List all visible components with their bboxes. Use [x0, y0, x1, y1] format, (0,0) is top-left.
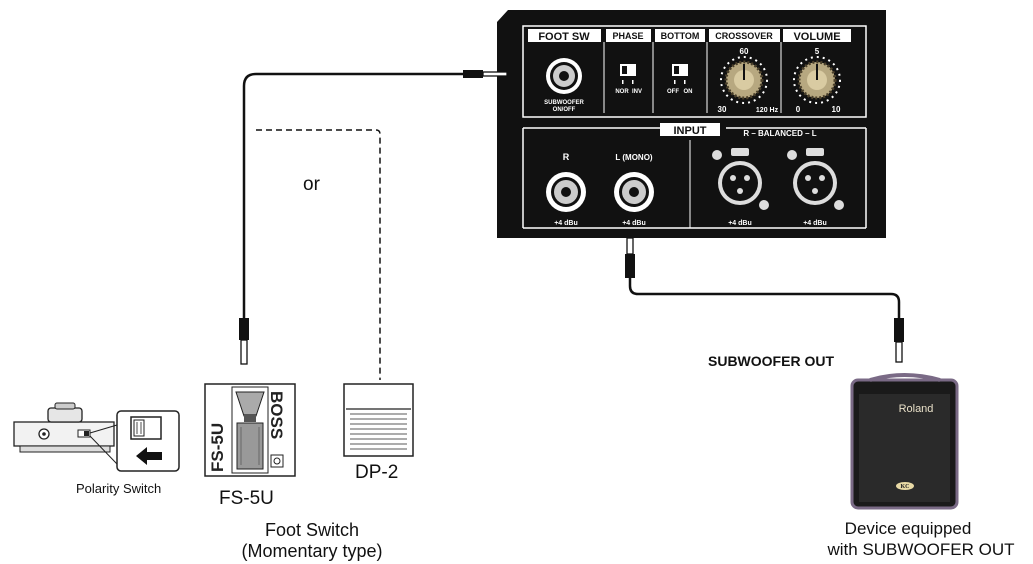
level-r: +4 dBu	[554, 220, 578, 227]
foot-sw-jack	[546, 58, 582, 94]
boss-logo: BOSS	[267, 391, 286, 439]
fs5u-footswitch: FS-5U BOSS	[204, 383, 296, 477]
balanced-header: R – BALANCED – L	[743, 129, 816, 138]
polarity-switch-illustration	[13, 402, 180, 472]
input-header: INPUT	[674, 125, 707, 137]
foot-sw-caption-1: SUBWOOFER	[544, 100, 584, 106]
bottom-header: BOTTOM	[661, 31, 700, 41]
input-r-label: R	[563, 152, 570, 162]
bottom-switch	[672, 64, 688, 84]
polarity-switch-label: Polarity Switch	[76, 481, 162, 496]
or-label: or	[303, 174, 320, 195]
crossover-min: 30	[718, 105, 727, 114]
bottom-opt-on: ON	[684, 89, 693, 95]
input-r-jack	[546, 172, 586, 212]
foot-switch-label-1: Foot Switch	[264, 520, 360, 540]
subwoofer-out-cable	[625, 237, 904, 363]
volume-knob	[793, 56, 841, 104]
xlr-r-jack	[712, 148, 769, 210]
volume-top: 5	[815, 47, 820, 56]
phase-opt-inv: INV	[632, 89, 642, 95]
subwoofer-out-label: SUBWOOFER OUT	[708, 353, 834, 369]
input-l-jack	[614, 172, 654, 212]
dp2-label: DP-2	[355, 462, 399, 483]
rear-panel: FOOT SW PHASE BOTTOM CROSSOVER VOLUME SU…	[497, 10, 886, 238]
phase-switch	[620, 64, 636, 84]
dp2-pedal	[343, 383, 414, 457]
foot-sw-header: FOOT SW	[538, 31, 590, 43]
amp-brand: Roland	[899, 403, 934, 415]
level-l: +4 dBu	[622, 220, 646, 227]
dp2-alt-cable	[256, 129, 381, 380]
xlr-l-jack	[787, 148, 844, 210]
crossover-knob	[720, 56, 768, 104]
crossover-top: 60	[740, 47, 749, 56]
amp-badge: KC	[901, 484, 910, 490]
volume-max: 10	[832, 105, 841, 114]
level-bal-l: +4 dBu	[803, 220, 827, 227]
device-label-1: Device equipped	[844, 519, 972, 538]
roland-amp: Roland KC	[850, 373, 959, 510]
input-l-label: L (MONO)	[615, 153, 653, 162]
crossover-header: CROSSOVER	[715, 31, 773, 41]
device-label-2: with SUBWOOFER OUT	[827, 540, 1015, 559]
foot-switch-cable	[239, 70, 513, 365]
volume-min: 0	[796, 105, 801, 114]
phase-opt-nor: NOR	[615, 89, 629, 95]
level-bal-r: +4 dBu	[728, 220, 752, 227]
crossover-max: 120 Hz	[756, 107, 779, 114]
bottom-opt-off: OFF	[667, 89, 679, 95]
foot-sw-caption-2: ON/OFF	[553, 107, 576, 113]
fs5u-label: FS-5U	[219, 488, 274, 509]
fs5u-body-label: FS-5U	[208, 423, 227, 472]
foot-switch-label-2: (Momentary type)	[241, 541, 383, 561]
volume-header: VOLUME	[793, 31, 840, 43]
phase-header: PHASE	[612, 31, 643, 41]
